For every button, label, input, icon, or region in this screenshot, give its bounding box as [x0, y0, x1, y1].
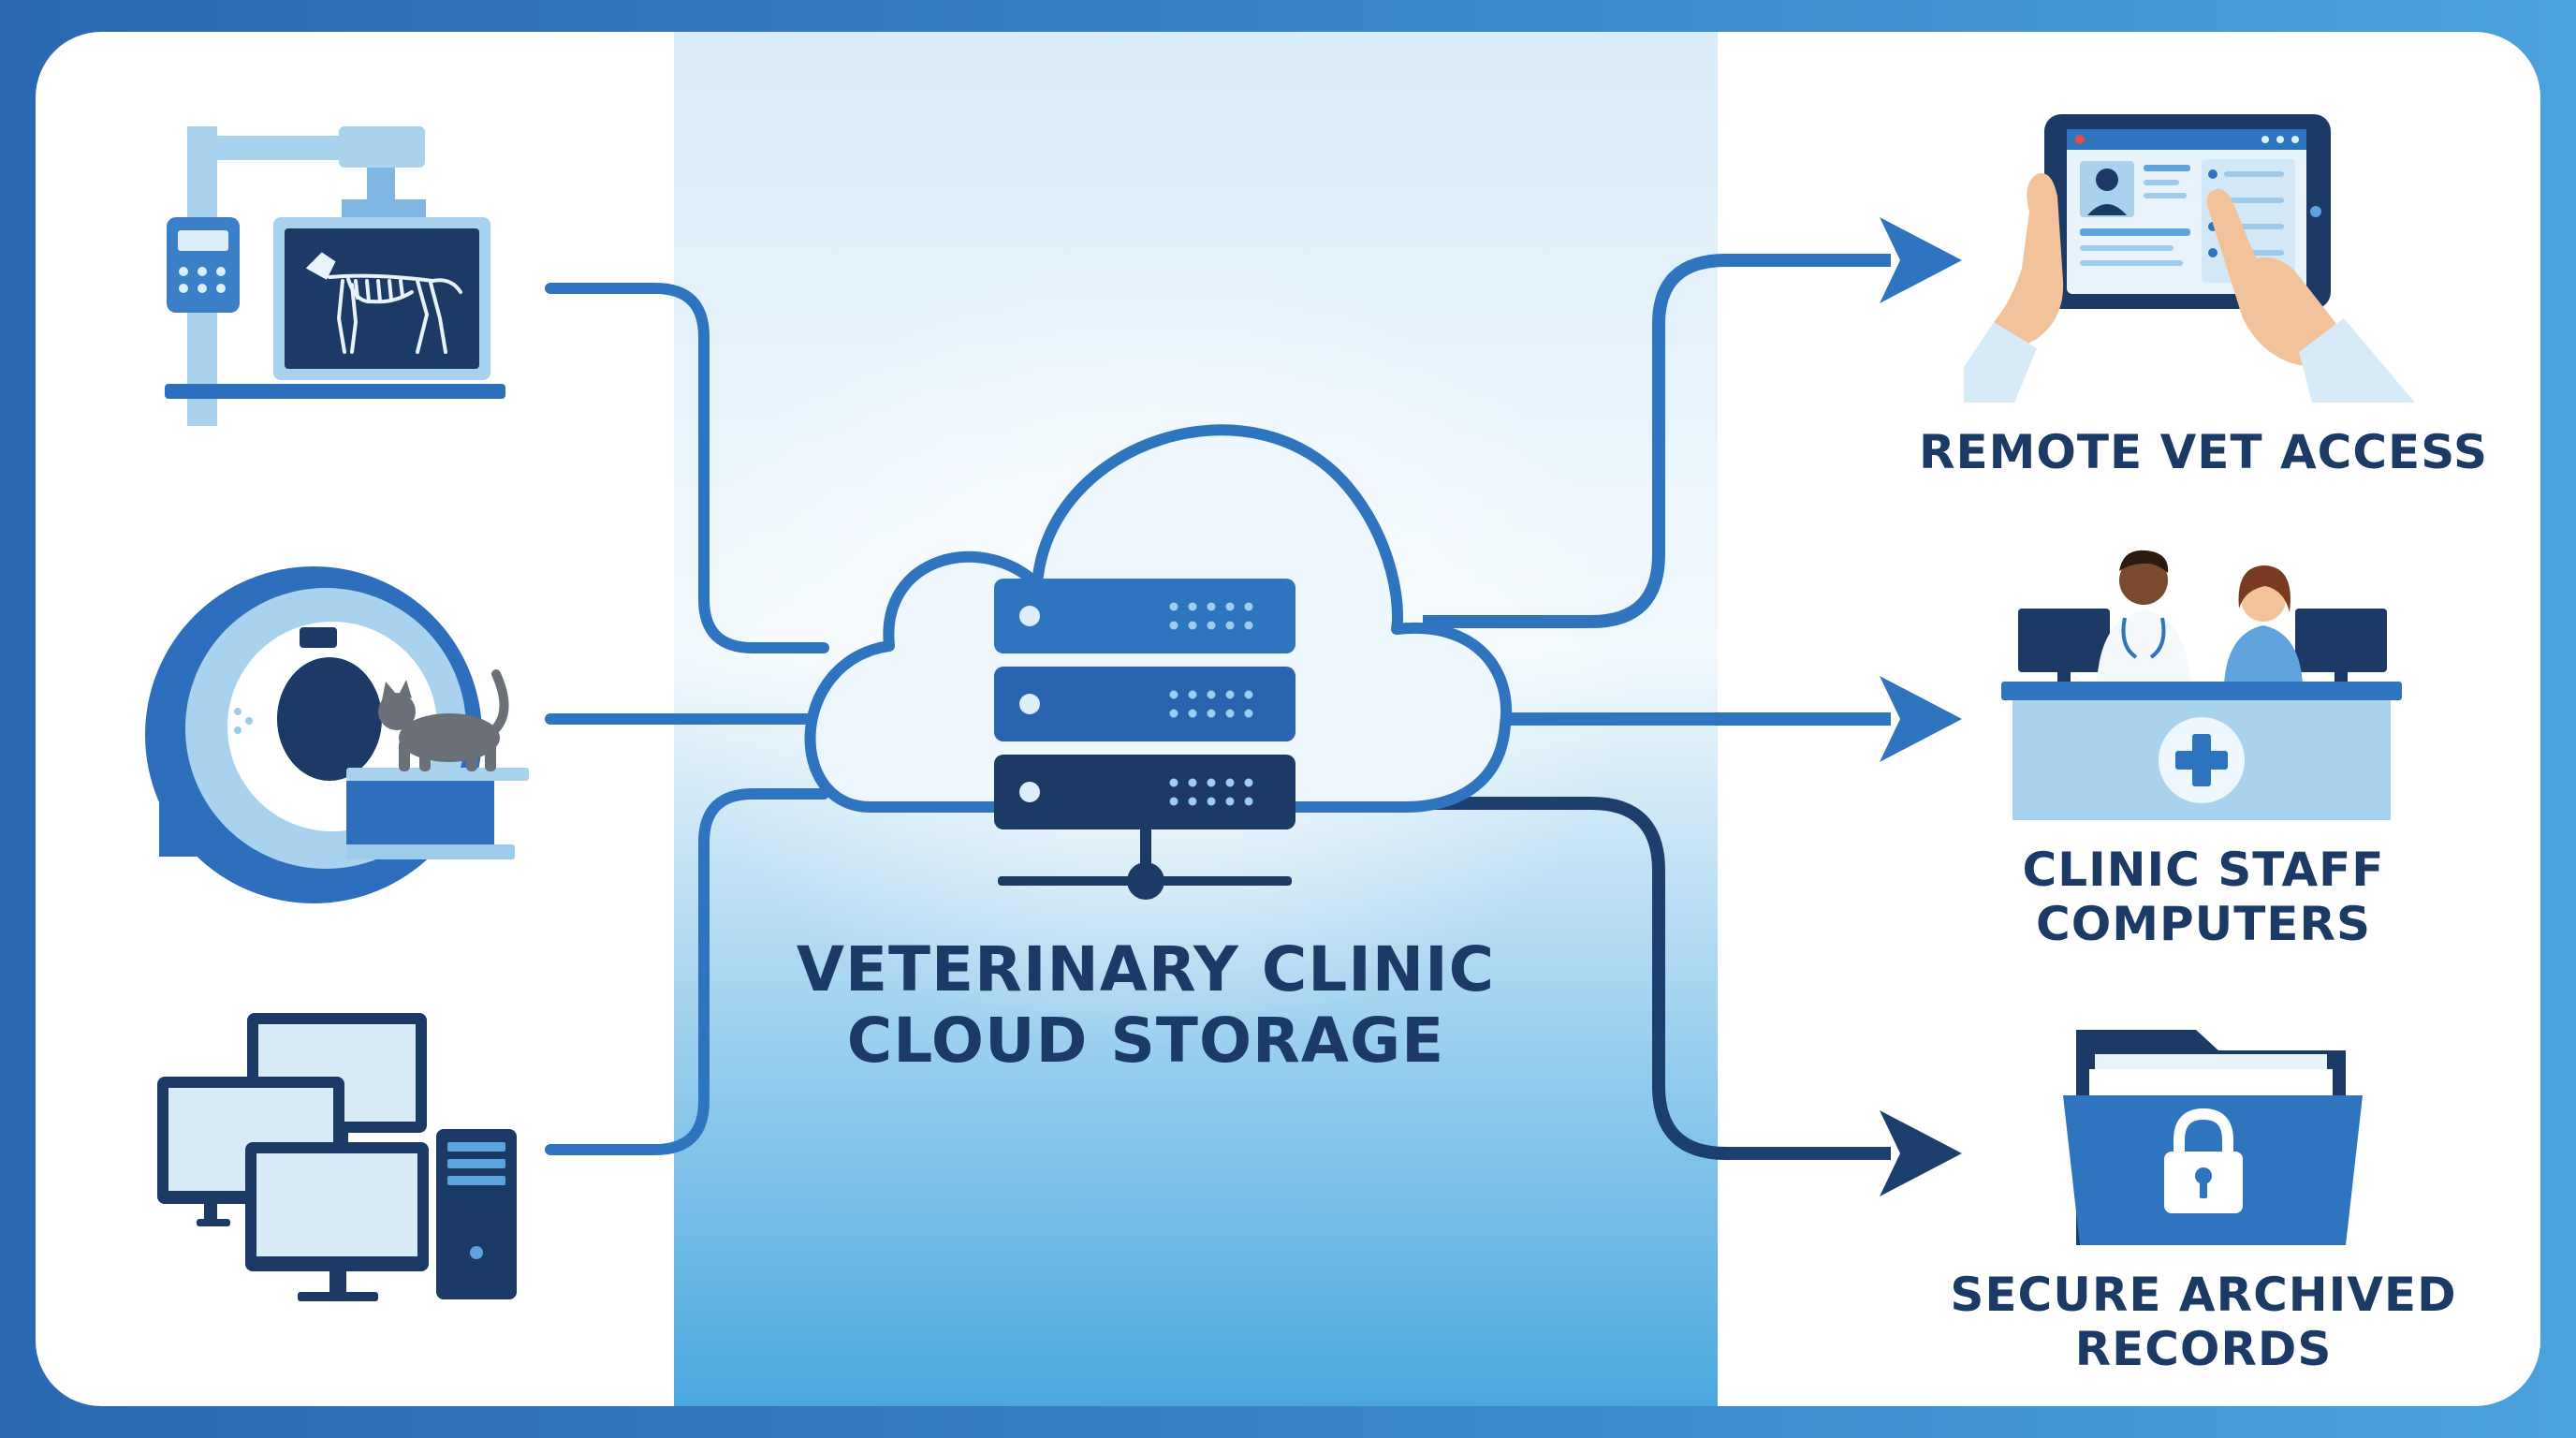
remote-vet-access-label: REMOTE VET ACCESS — [1919, 425, 2488, 479]
hub-title-line2: CLOUD STORAGE — [847, 1005, 1444, 1077]
secure-archive-label-line1: SECURE ARCHIVED — [1950, 1268, 2456, 1322]
workstation-connector — [545, 788, 829, 1155]
locked-folder-icon — [2063, 1030, 2363, 1245]
source-connectors — [545, 283, 829, 1155]
destination-connectors — [1423, 254, 1891, 1160]
hub-title-line1: VETERINARY CLINIC — [797, 933, 1495, 1005]
cloud-server-icon — [804, 424, 1513, 900]
clinic-staff-label-line1: CLINIC STAFF — [2023, 843, 2385, 897]
mri-scanner-icon — [145, 566, 529, 903]
xray-machine-icon — [165, 126, 505, 426]
computer-workstations-icon — [157, 1013, 517, 1301]
reception-desk-icon — [2001, 550, 2402, 820]
secure-archive-label-line2: RECORDS — [2075, 1322, 2333, 1376]
tablet-hands-icon — [1964, 114, 2415, 403]
server-unit-bottom — [994, 755, 1295, 829]
staff-arrowhead — [1880, 676, 1962, 762]
remote-arrowhead — [1880, 217, 1962, 303]
clinic-staff-label-line2: COMPUTERS — [2036, 897, 2371, 951]
archive-arrowhead — [1880, 1110, 1962, 1196]
xray-connector — [545, 283, 829, 653]
connector-arrowheads — [1880, 217, 1962, 1196]
hub-title: VETERINARY CLINIC CLOUD STORAGE — [797, 933, 1495, 1077]
server-unit-middle — [994, 667, 1295, 741]
remote-connector — [1423, 254, 1891, 628]
server-unit-top — [994, 579, 1295, 653]
archive-connector — [1423, 797, 1891, 1160]
